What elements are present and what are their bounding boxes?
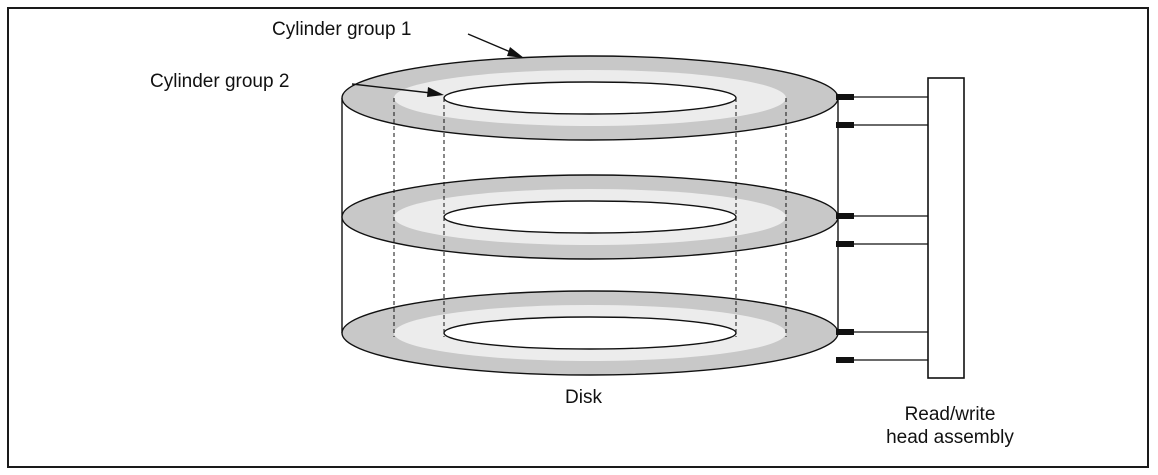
- platter-top-spindle-hole: [443, 81, 737, 115]
- head-assembly-label-line1: Read/write: [904, 404, 996, 425]
- platter-bottom-spindle-hole: [443, 316, 737, 350]
- cylinder-group-2-arrowhead: [427, 87, 444, 97]
- read-write-head-upper-1: [836, 94, 854, 100]
- cylinder-group-1-label: Cylinder group 1: [272, 19, 412, 40]
- cylinder-group-2-arrow: [351, 83, 441, 95]
- read-write-head-upper-3: [836, 329, 854, 335]
- read-write-head-upper-2: [836, 213, 854, 219]
- head-assembly-wiring: [836, 94, 928, 363]
- head-assembly-block: [927, 77, 965, 379]
- cylinder-group-1-arrowhead: [507, 47, 524, 58]
- head-assembly-label-line2: head assembly: [886, 427, 1014, 448]
- read-write-head-lower-2: [836, 241, 854, 247]
- read-write-head-lower-1: [836, 122, 854, 128]
- cylinder-group-2-label: Cylinder group 2: [150, 71, 290, 92]
- platter-stack: [341, 55, 839, 376]
- read-write-head-lower-3: [836, 357, 854, 363]
- platter-middle-spindle-hole: [443, 200, 737, 234]
- disk-label: Disk: [565, 387, 602, 408]
